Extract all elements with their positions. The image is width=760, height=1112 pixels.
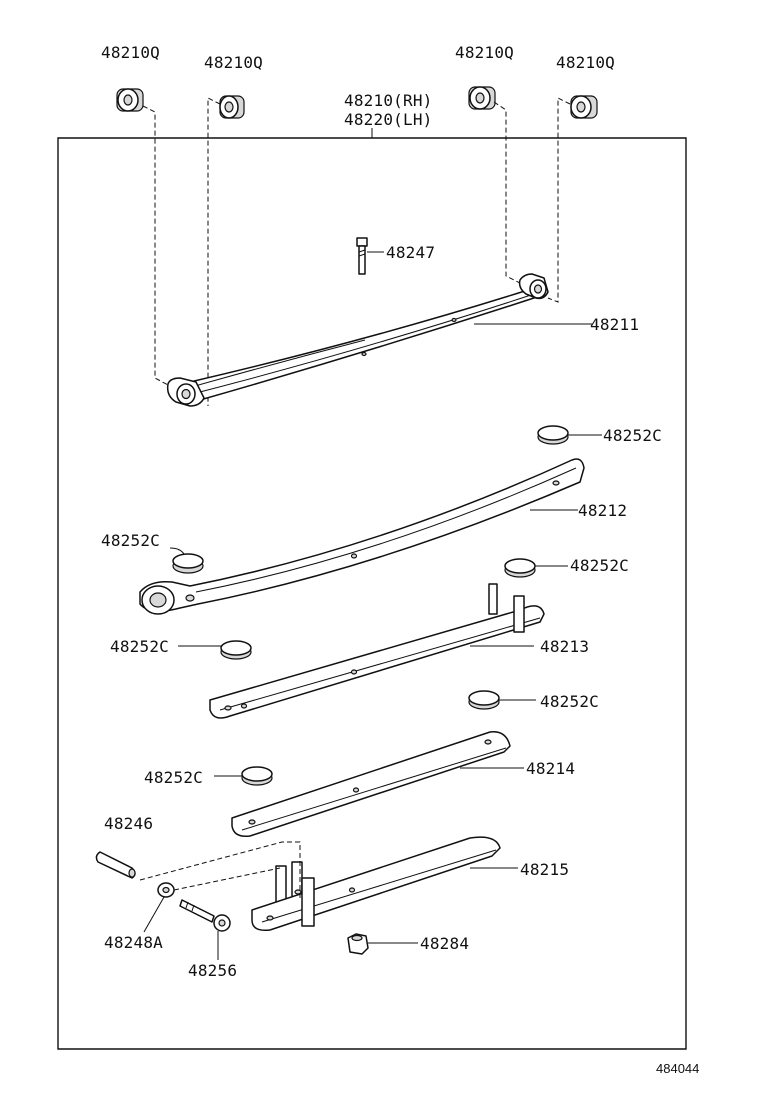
bushing-1[interactable] <box>116 88 144 112</box>
label-pin: 48246 <box>104 814 153 833</box>
label-assembly-lh: 48220(LH) <box>344 110 433 129</box>
label-insert-2: 48252C <box>101 531 160 550</box>
insert-4[interactable] <box>178 640 252 660</box>
pin-48246[interactable] <box>95 851 136 879</box>
label-nut: 48284 <box>420 934 469 953</box>
label-clip-bolt: 48256 <box>188 961 237 980</box>
diagram-id: 484044 <box>656 1061 699 1076</box>
bushing-3[interactable] <box>468 86 496 110</box>
insert-1[interactable] <box>537 425 602 445</box>
bushing-2[interactable] <box>219 95 245 119</box>
leaf-48211[interactable] <box>166 273 592 407</box>
center-bolt[interactable] <box>356 237 384 275</box>
part-labels: 48210Q 48210Q 48210Q 48210Q 48210(RH) 48… <box>101 43 662 980</box>
insert-3[interactable] <box>504 558 568 578</box>
label-center-bolt: 48247 <box>386 243 435 262</box>
assembly-frame <box>57 128 687 1050</box>
label-leaf-5: 48215 <box>520 860 569 879</box>
insert-5[interactable] <box>468 690 536 710</box>
washer-48248A[interactable] <box>143 882 175 933</box>
label-insert-3: 48252C <box>570 556 629 575</box>
label-leaf-4: 48214 <box>526 759 575 778</box>
leaf-48212[interactable] <box>139 458 585 615</box>
label-insert-4: 48252C <box>110 637 169 656</box>
nut-48284[interactable] <box>347 933 418 955</box>
label-washer: 48248A <box>104 933 163 952</box>
clip-bolt-48256[interactable] <box>179 899 231 960</box>
label-bushing-4: 48210Q <box>556 53 615 72</box>
insert-2[interactable] <box>169 547 204 574</box>
bushing-4[interactable] <box>570 95 598 119</box>
bushing-dash-lines <box>142 97 571 406</box>
label-assembly-rh: 48210(RH) <box>344 91 433 110</box>
leaf-48213[interactable] <box>209 583 545 719</box>
insert-6[interactable] <box>214 766 273 786</box>
label-leaf-2: 48212 <box>578 501 627 520</box>
label-bushing-1: 48210Q <box>101 43 160 62</box>
label-insert-6: 48252C <box>144 768 203 787</box>
leaf-48215[interactable] <box>251 836 518 932</box>
leaf-48214[interactable] <box>231 731 524 838</box>
label-bushing-2: 48210Q <box>204 53 263 72</box>
label-leaf-1: 48211 <box>590 315 639 334</box>
label-insert-1: 48252C <box>603 426 662 445</box>
label-bushing-3: 48210Q <box>455 43 514 62</box>
label-leaf-3: 48213 <box>540 637 589 656</box>
label-insert-5: 48252C <box>540 692 599 711</box>
clip-dash-lines <box>139 841 301 900</box>
